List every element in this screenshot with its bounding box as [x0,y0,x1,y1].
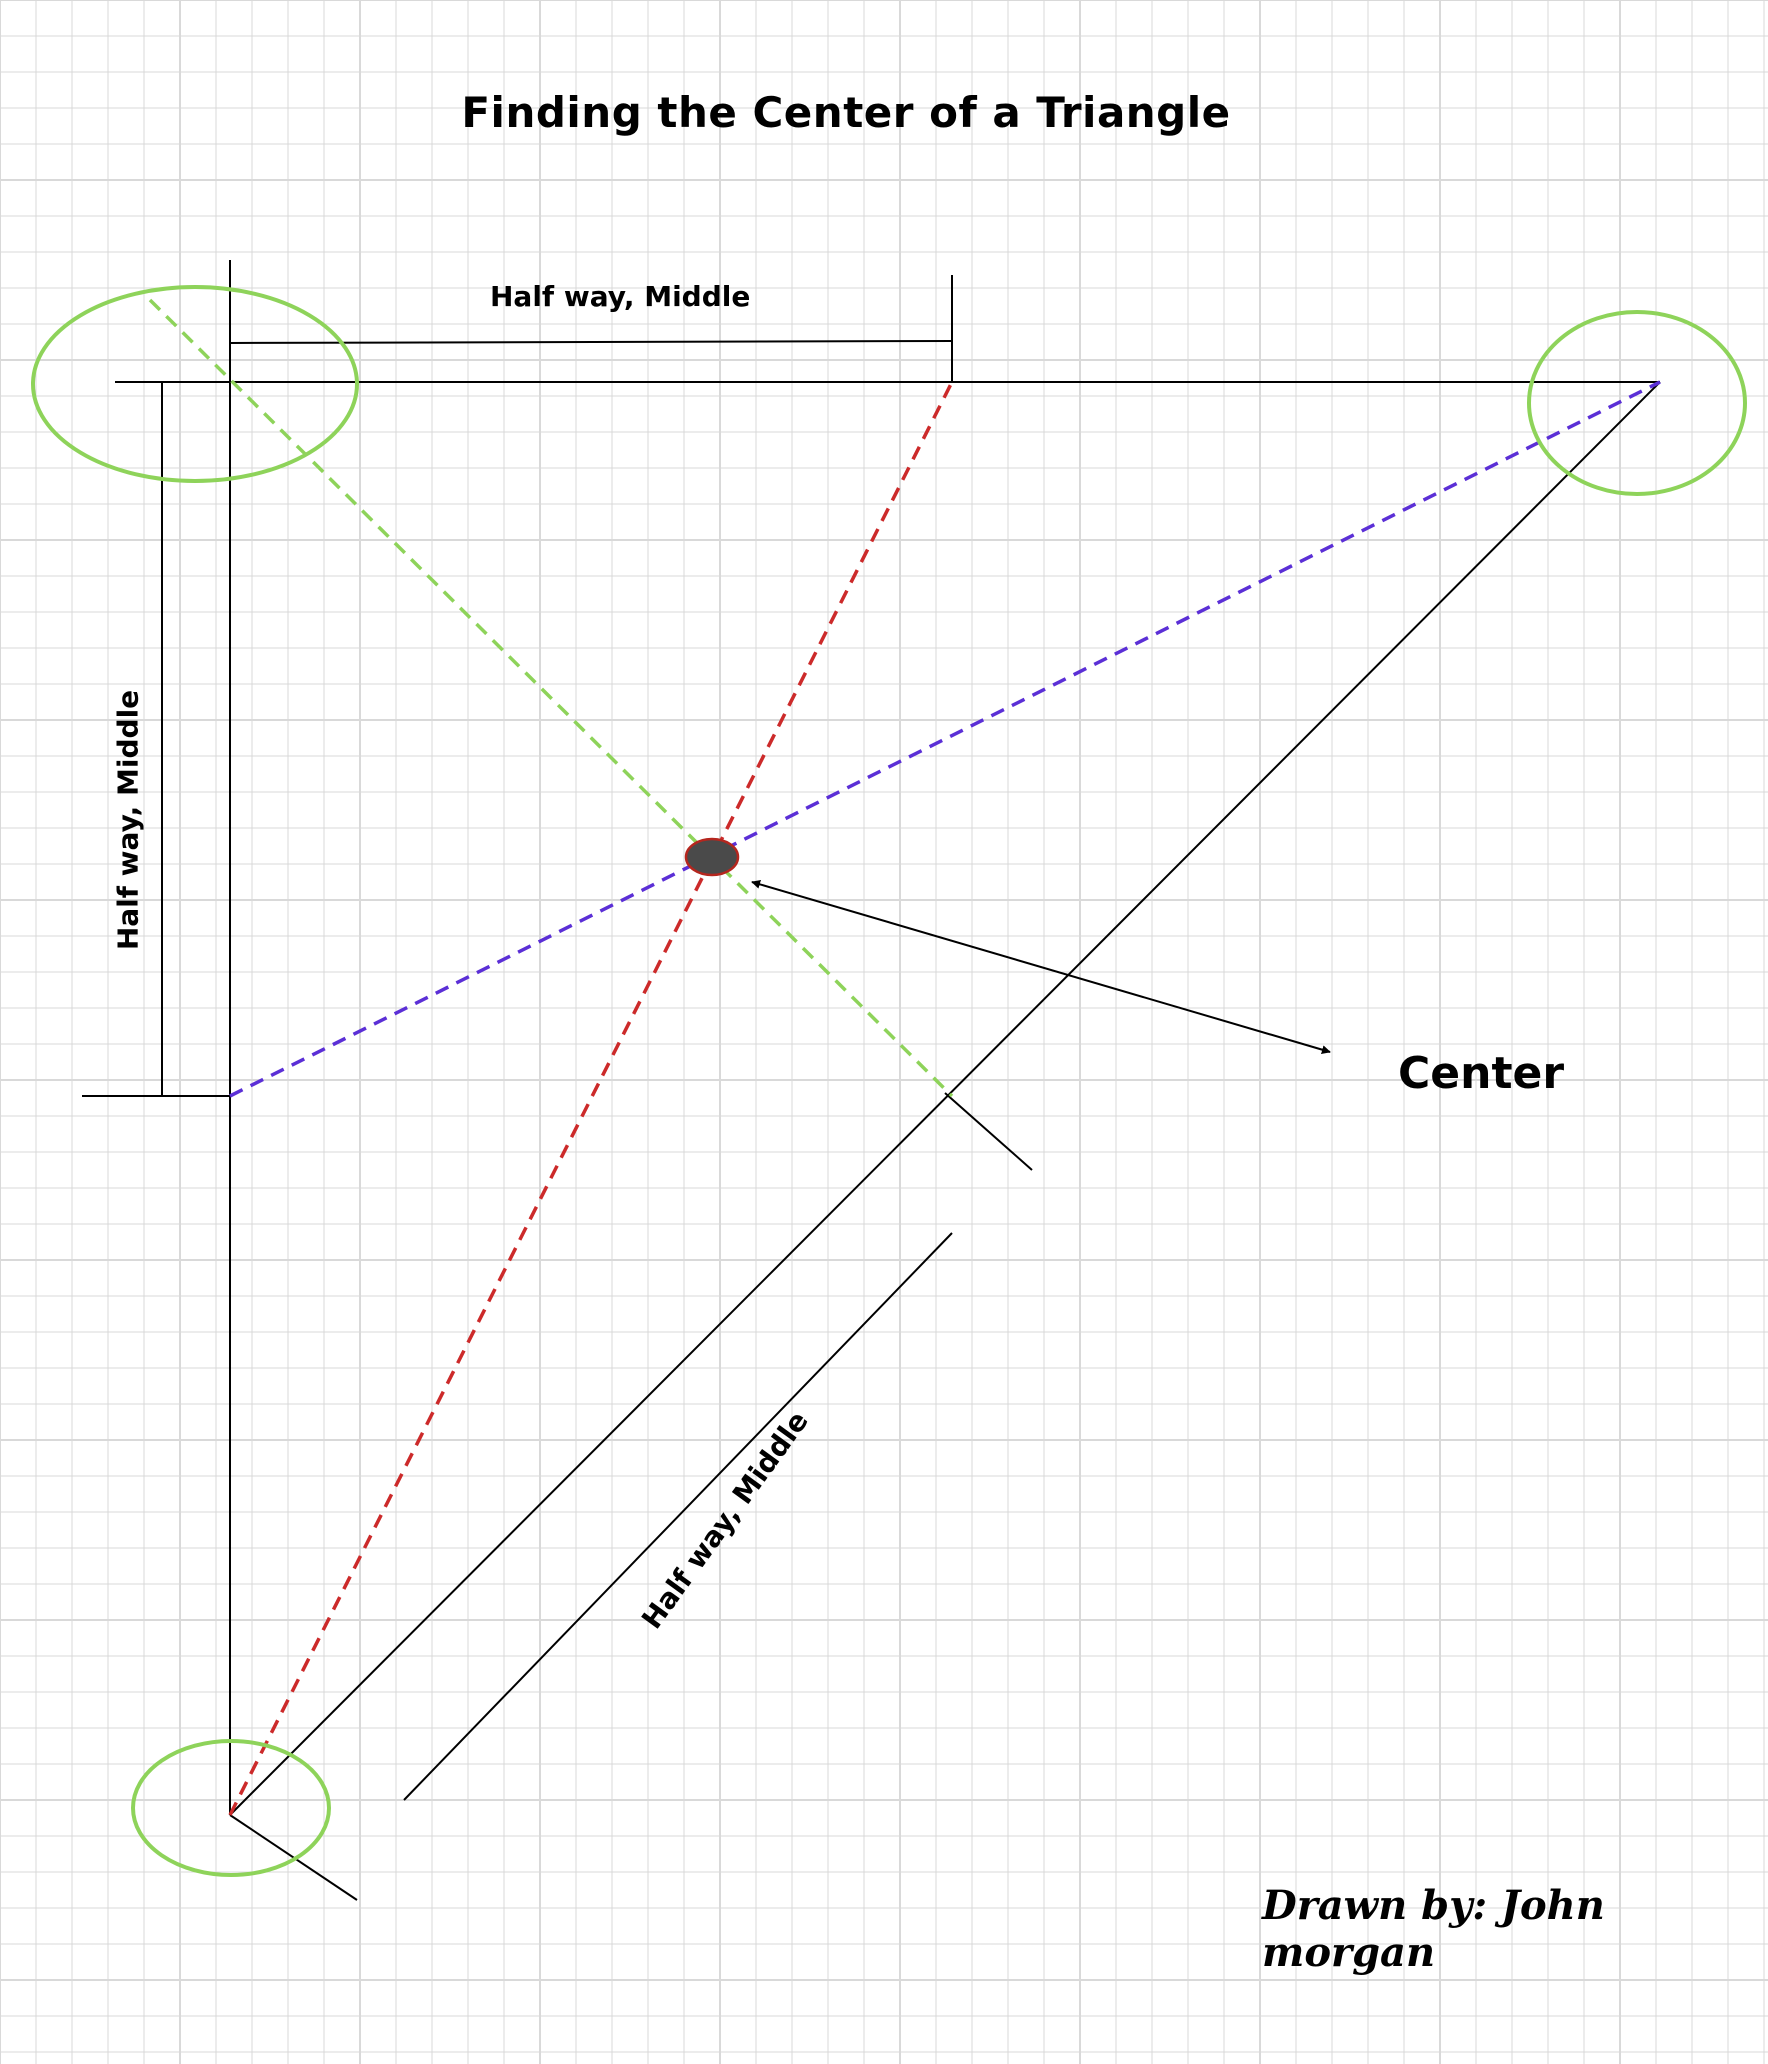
vertex-circle-bottom [131,1739,331,1877]
triangle-sides [115,260,1661,1816]
median-red [228,381,954,1816]
top-side-label: Half way, Middle [490,280,751,313]
measurement-lines [82,275,1033,1901]
vertex-circle-top-left [31,285,359,483]
author-credit: Drawn by: John morgan [1262,1882,1605,1976]
median-blue [229,380,1661,1098]
hypotenuse [229,381,1661,1816]
vertex-circle-right [1527,310,1747,496]
hypotenuse-mid-tick [944,1092,1033,1171]
center-arrow [751,879,1331,1055]
left-side-label: Half way, Middle [111,689,145,951]
hypotenuse-measure-line [403,1232,953,1801]
diagram-title: Finding the Center of a Triangle [461,88,1231,137]
vertex-circles [31,285,1747,1877]
median-green [148,298,954,1098]
top-measure-line [229,340,953,344]
medians [148,298,1661,1816]
center-dot [684,837,740,877]
center-label: Center [1398,1048,1565,1099]
